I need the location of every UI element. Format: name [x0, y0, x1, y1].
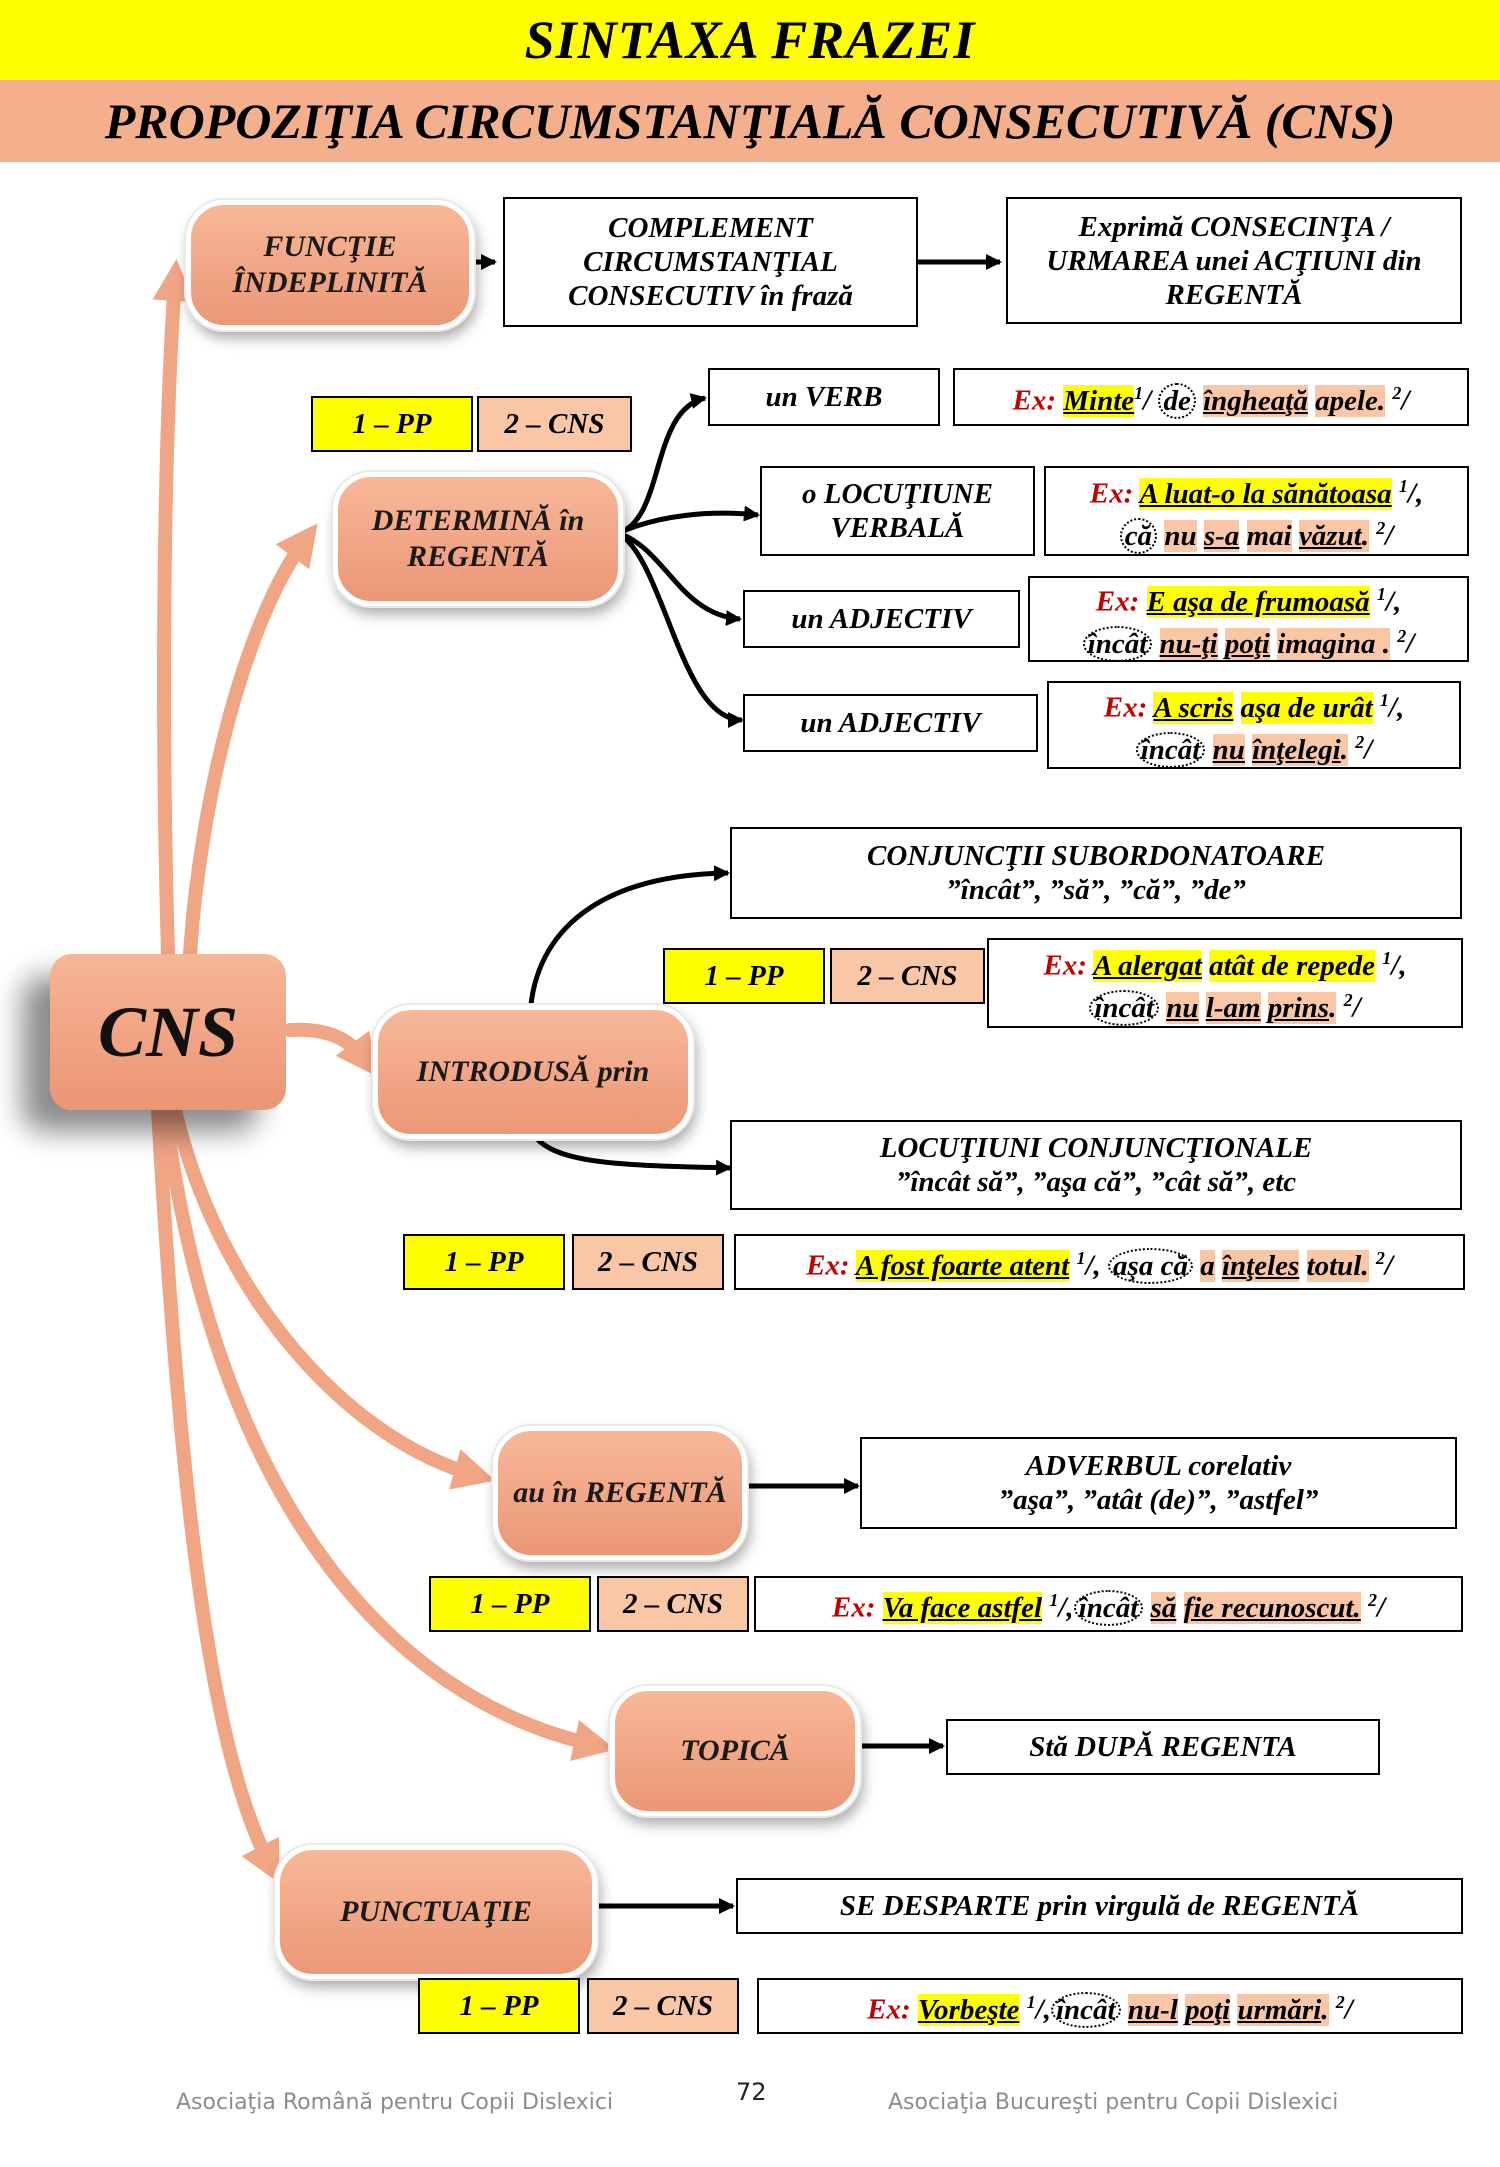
page-subtitle: PROPOZIŢIA CIRCUMSTANŢIALĂ CONSECUTIVĂ (… [0, 80, 1500, 162]
tag-cns: 2 – CNS [477, 396, 632, 452]
example-locutiune: Ex: A luat-o la sănătoasa 1/, că nu s-a … [1044, 466, 1469, 556]
node-introdusa: INTRODUSĂ prin [373, 1005, 693, 1139]
branch-adj2 [616, 530, 744, 728]
example-conjunctii: Ex: A alergat atât de repede 1/, încât n… [987, 938, 1463, 1028]
tag-cns: 2 – CNS [830, 948, 985, 1004]
link-introdusa [283, 1022, 378, 1077]
node-functie: FUNCŢIE ÎNDEPLINITĂ [186, 200, 474, 330]
box-meaning: Exprimă CONSECINŢA / URMAREA unei ACŢIUN… [1006, 197, 1462, 324]
box-topica: Stă DUPĂ REGENTA [946, 1719, 1380, 1775]
example-locutiuni: Ex: A fost foarte atent 1/, aşa că a înţ… [734, 1234, 1465, 1290]
box-punctuatie: SE DESPARTE prin virgulă de REGENTĂ [736, 1878, 1463, 1934]
tag-cns: 2 – CNS [597, 1576, 749, 1632]
tag-pp: 1 – PP [311, 396, 473, 452]
hub-cns: CNS [50, 954, 286, 1110]
link-topica [158, 1103, 616, 1761]
page-title: SINTAXA FRAZEI [0, 0, 1500, 80]
branch-adj1 [617, 530, 742, 627]
branch-loc [527, 1126, 732, 1176]
link-punctuatie [151, 1103, 280, 1884]
example-verb: Ex: Minte1/ de îngheaţă apele. 2/ [953, 368, 1469, 426]
link-functie [152, 259, 195, 961]
link-regenta [168, 1103, 496, 1490]
box-locutiuni: LOCUŢIUNI CONJUNCŢIONALE”încât să”, ”aşa… [730, 1120, 1462, 1210]
box-adverb: ADVERBUL corelativ”aşa”, ”atât (de)”, ”a… [860, 1437, 1457, 1529]
tag-cns: 2 – CNS [587, 1978, 739, 2034]
tag-pp: 1 – PP [403, 1234, 565, 1290]
example-adj2: Ex: A scris aşa de urât 1/, încât nu înţ… [1047, 681, 1461, 769]
node-regenta: au în REGENTĂ [493, 1426, 747, 1560]
footer-left: Asociaţia Română pentru Copii Dislexici [176, 2090, 614, 2115]
branch-conj [527, 865, 730, 1016]
tag-cns: 2 – CNS [572, 1234, 724, 1290]
footer-right: Asociaţia Bucureşti pentru Copii Dislexi… [888, 2090, 1339, 2115]
box-conjunctii: CONJUNCŢII SUBORDONATOARE”încât”, ”să”, … [730, 827, 1462, 919]
branch-verb [617, 393, 707, 536]
node-punctuatie: PUNCTUAŢIE [275, 1845, 597, 1979]
box-role: COMPLEMENT CIRCUMSTANŢIAL CONSECUTIV în … [503, 197, 918, 327]
link-determina [183, 523, 318, 961]
example-adverb: Ex: Va face astfel 1/,încât să fie recun… [754, 1576, 1463, 1632]
node-topica: TOPICĂ [610, 1686, 860, 1816]
page-number: 72 [736, 2078, 767, 2106]
target-adj2: un ADJECTIV [743, 694, 1038, 752]
tag-pp: 1 – PP [429, 1576, 591, 1632]
target-adj1: un ADJECTIV [743, 590, 1020, 648]
example-punctuatie: Ex: Vorbeşte 1/,încât nu-l poţi urmări. … [757, 1978, 1463, 2034]
branch-locutiune [617, 505, 760, 536]
tag-pp: 1 – PP [418, 1978, 580, 2034]
example-adj1: Ex: E aşa de frumoasă 1/, încât nu-ţi po… [1028, 576, 1469, 662]
target-verb: un VERB [708, 368, 940, 426]
tag-pp: 1 – PP [663, 948, 825, 1004]
target-locutiune: o LOCUŢIUNE VERBALĂ [760, 466, 1035, 556]
node-determina: DETERMINĂ în REGENTĂ [333, 472, 623, 606]
